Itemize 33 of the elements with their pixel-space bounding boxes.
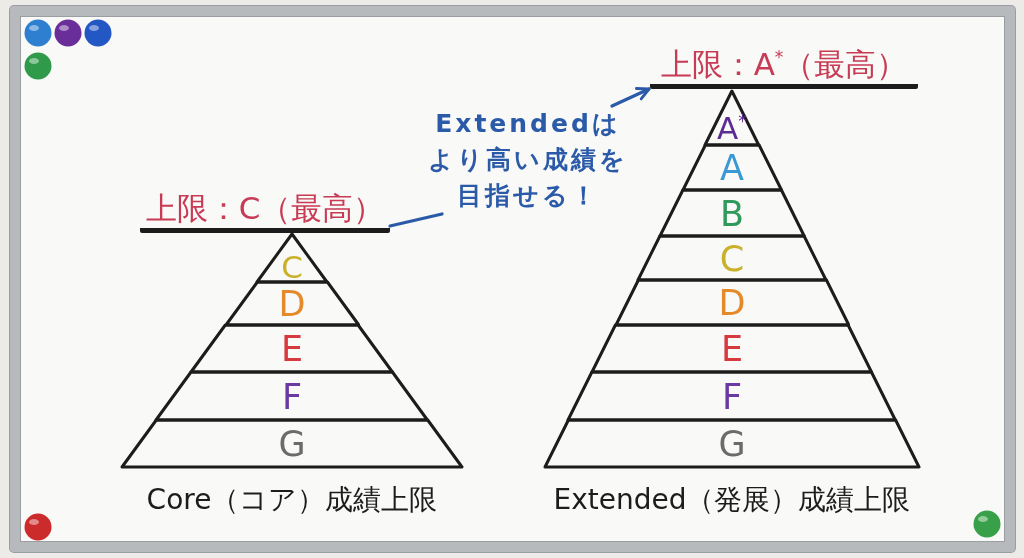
pyramid-tier <box>120 418 464 469</box>
grade-letter: C <box>281 251 303 283</box>
grade-letter: F <box>281 379 303 415</box>
grade-letter: F <box>721 379 743 415</box>
grade-letter: E <box>720 331 744 367</box>
pyramid-tier <box>680 143 784 192</box>
pyramid-tier <box>703 89 761 147</box>
pyramid-tier <box>223 280 361 327</box>
pyramid-tier <box>566 370 898 422</box>
limit-heading: 上限：A$^{*}$（最高） <box>650 44 918 89</box>
callout-text: Extendedはより高い成績を目指せる！ <box>425 106 631 214</box>
pyramid-tier <box>154 370 430 422</box>
pyramid-caption: Core（コア）成績上限 <box>146 483 438 517</box>
pyramid-tier <box>543 418 921 469</box>
limit-heading: 上限：C（最高） <box>140 188 390 233</box>
arrow <box>610 87 651 108</box>
grade-letter: C <box>719 241 745 277</box>
pyramid-tier <box>657 188 807 238</box>
grade-letter: D <box>718 285 746 321</box>
grade-letter: B <box>720 196 744 232</box>
grade-letter: E <box>280 331 304 367</box>
grade-letter: A <box>720 150 744 186</box>
pyramid-tier <box>613 278 851 327</box>
grade-letter: G <box>718 426 746 462</box>
pyramid-caption: Extended（発展）成績上限 <box>553 483 911 517</box>
grade-letter: G <box>278 426 306 462</box>
connector-line <box>388 212 444 228</box>
pyramid-tier <box>590 323 874 374</box>
grade-letter: A$^{*}$ <box>717 112 747 144</box>
grade-letter: D <box>278 286 306 322</box>
pyramid-tier <box>254 232 329 284</box>
pyramid-tier <box>189 323 395 374</box>
pyramid-tier <box>636 234 828 282</box>
